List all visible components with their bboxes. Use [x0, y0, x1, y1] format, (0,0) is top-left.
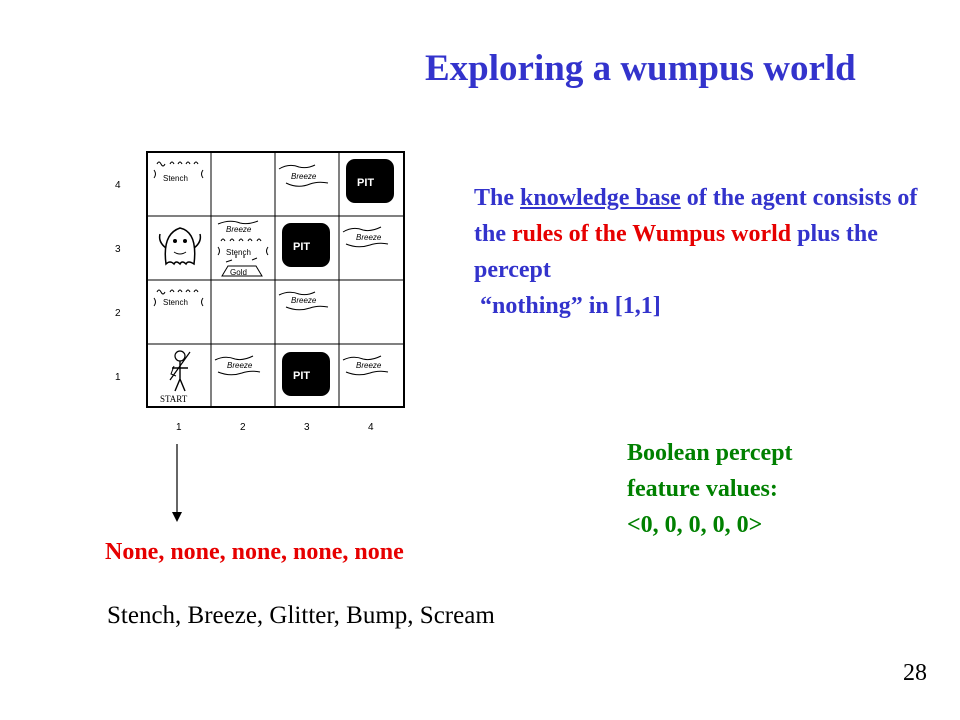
breeze-label: Breeze	[226, 225, 252, 234]
pit-label: PIT	[293, 370, 310, 382]
row-label-3: 3	[115, 244, 121, 255]
kb-highlight: rules of the Wumpus world	[512, 221, 792, 247]
percept-values: None, none, none, none, none	[105, 539, 404, 565]
stench-label: Stench	[163, 298, 188, 307]
pit-box	[282, 352, 330, 396]
agent-icon	[169, 350, 191, 392]
kb-prefix: The	[474, 185, 521, 211]
stench-marker: Stench	[217, 238, 269, 257]
breeze-label: Breeze	[227, 361, 253, 370]
breeze-marker: Breeze	[278, 291, 329, 311]
stench-label: Stench	[226, 248, 251, 257]
breeze-label: Breeze	[356, 233, 382, 242]
wumpus-icon	[158, 227, 202, 266]
page-number: 28	[903, 660, 927, 686]
col-label-2: 2	[240, 422, 246, 433]
kb-tail: “nothing” in [1,1]	[480, 293, 661, 319]
row-label-2: 2	[115, 308, 121, 319]
arrow-head	[172, 512, 182, 522]
percept-names: Stench, Breeze, Glitter, Bump, Scream	[107, 602, 495, 629]
knowledge-base-text: The knowledge base of the agent consists…	[474, 180, 944, 324]
breeze-label: Breeze	[291, 172, 317, 181]
stench-marker: Stench	[153, 289, 204, 307]
breeze-marker: Breeze	[217, 220, 259, 234]
slide-title: Exploring a wumpus world	[425, 48, 856, 89]
breeze-marker: Breeze	[342, 355, 389, 376]
bool-line-3: <0, 0, 0, 0, 0>	[627, 512, 763, 538]
kb-link: knowledge base	[520, 185, 681, 211]
stench-marker: Stench	[153, 161, 204, 183]
pit-label: PIT	[293, 241, 310, 253]
row-label-4: 4	[115, 180, 121, 191]
breeze-marker: Breeze	[214, 355, 261, 376]
breeze-label: Breeze	[291, 296, 317, 305]
pit-box	[282, 223, 330, 267]
pit-label: PIT	[357, 177, 374, 189]
start-label: START	[160, 394, 188, 404]
breeze-marker: Breeze	[342, 226, 389, 248]
breeze-marker: Breeze	[278, 164, 329, 187]
col-label-3: 3	[304, 422, 310, 433]
row-label-1: 1	[115, 372, 121, 383]
breeze-label: Breeze	[356, 361, 382, 370]
bool-line-2: feature values:	[627, 476, 778, 502]
kb-mid2: plus the percept	[474, 221, 878, 283]
pit-box	[346, 159, 394, 203]
wumpus-world-diagram: 4 3 2 1 1 2 3 4 Stench Breeze PIT Breeze…	[115, 151, 405, 522]
col-label-1: 1	[176, 422, 182, 433]
gold-icon: Gold	[221, 255, 263, 277]
stench-label: Stench	[163, 174, 188, 183]
bool-line-1: Boolean percept	[627, 440, 793, 466]
kb-mid1: of the agent consists of the	[474, 185, 918, 247]
col-label-4: 4	[368, 422, 374, 433]
gold-label: Gold	[230, 268, 247, 277]
boolean-percept-text: Boolean percept feature values: <0, 0, 0…	[627, 435, 793, 543]
